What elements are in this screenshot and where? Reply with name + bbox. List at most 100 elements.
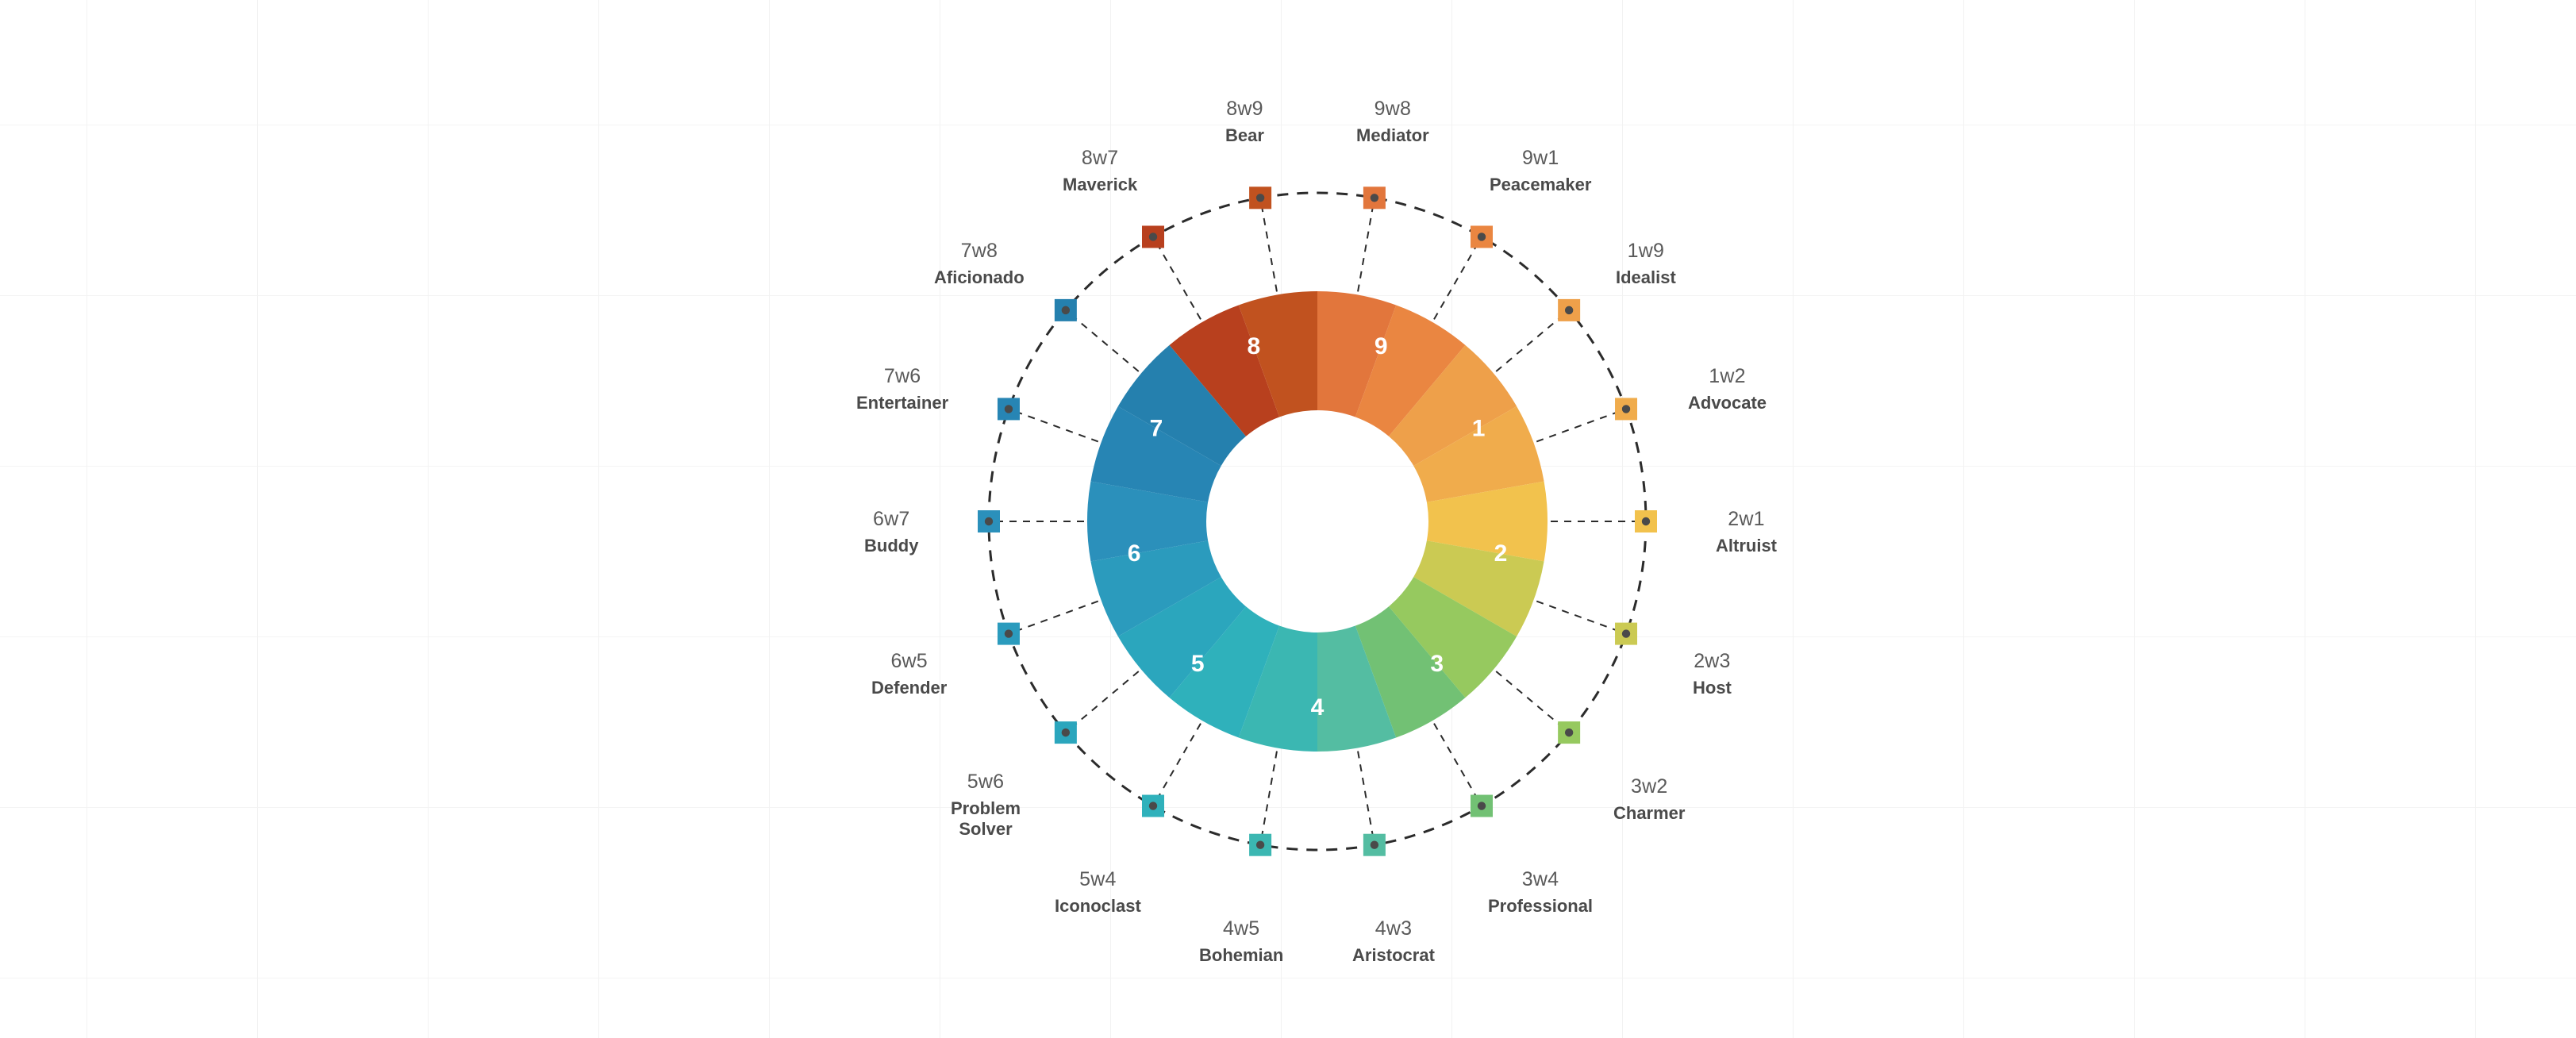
wing-code-8w7: 8w7 <box>1081 147 1119 169</box>
wing-marker-dot-5w4 <box>1148 802 1158 810</box>
type-number-4: 4 <box>1311 694 1325 721</box>
wing-marker-dot-6w7 <box>984 517 994 526</box>
wing-segment-5w6[interactable] <box>1117 577 1247 698</box>
wing-segment-1w2[interactable] <box>1413 406 1544 502</box>
wing-code-1w2: 1w2 <box>1709 365 1746 387</box>
wing-marker-8w7[interactable] <box>1142 225 1164 248</box>
wing-markers-group[interactable] <box>978 186 1657 856</box>
spoke-line-1w2 <box>1536 408 1627 443</box>
spoke-line-5w6 <box>1065 671 1140 733</box>
wing-marker-3w4[interactable] <box>1471 794 1493 817</box>
wing-segment-9w1[interactable] <box>1355 305 1466 436</box>
spoke-lines-group <box>989 198 1646 845</box>
wing-segment-7w8[interactable] <box>1117 344 1247 466</box>
spoke-line-3w4 <box>1433 723 1482 807</box>
wing-marker-4w5[interactable] <box>1249 833 1272 856</box>
wing-segment-5w4[interactable] <box>1169 606 1280 738</box>
spoke-line-3w2 <box>1495 671 1570 733</box>
wing-segment-1w9[interactable] <box>1388 344 1517 466</box>
type-number-2: 2 <box>1494 540 1508 567</box>
wing-code-7w6: 7w6 <box>883 365 921 387</box>
wing-name-2w3: Host <box>1693 678 1732 698</box>
spoke-line-2w3 <box>1536 600 1627 635</box>
wing-name-5w6: Problem Solver <box>951 798 1021 839</box>
wing-segment-4w3[interactable] <box>1317 625 1397 752</box>
spoke-line-7w6 <box>1008 408 1099 443</box>
wing-code-8w9: 8w9 <box>1226 98 1263 120</box>
wing-name-9w8: Mediator <box>1356 125 1429 146</box>
wing-marker-7w8[interactable] <box>1054 298 1077 321</box>
wing-marker-dot-7w8 <box>1061 306 1071 315</box>
wing-name-5w4: Iconoclast <box>1055 896 1141 917</box>
wing-name-1w2: Advocate <box>1688 393 1767 413</box>
wing-code-1w9: 1w9 <box>1627 240 1665 262</box>
wing-code-6w7: 6w7 <box>872 508 910 530</box>
wing-marker-3w2[interactable] <box>1558 721 1581 744</box>
wing-marker-1w9[interactable] <box>1558 298 1581 321</box>
wing-segment-6w7[interactable] <box>1087 481 1209 562</box>
wing-name-6w7: Buddy <box>864 536 919 556</box>
wing-code-5w4: 5w4 <box>1079 868 1117 890</box>
wing-marker-5w4[interactable] <box>1142 794 1164 817</box>
type-number-7: 7 <box>1150 415 1163 441</box>
wing-code-2w1: 2w1 <box>1728 508 1765 530</box>
wing-segment-4w5[interactable] <box>1238 625 1317 752</box>
spoke-line-4w3 <box>1357 751 1375 845</box>
wing-segment-3w2[interactable] <box>1388 577 1517 698</box>
wing-segment-2w3[interactable] <box>1413 540 1544 636</box>
wing-name-7w8: Aficionado <box>934 267 1025 288</box>
wing-marker-1w2[interactable] <box>1615 398 1638 421</box>
wing-marker-2w3[interactable] <box>1615 622 1638 645</box>
wing-marker-7w6[interactable] <box>997 398 1020 421</box>
type-number-8: 8 <box>1247 333 1260 359</box>
wing-marker-8w9[interactable] <box>1249 186 1272 210</box>
wing-name-4w3: Aristocrat <box>1352 945 1435 966</box>
wing-marker-6w5[interactable] <box>997 622 1020 645</box>
wing-code-9w8: 9w8 <box>1374 98 1412 120</box>
wing-marker-6w7[interactable] <box>978 510 1000 532</box>
wing-marker-4w3[interactable] <box>1363 833 1386 856</box>
wing-segment-8w7[interactable] <box>1169 305 1280 436</box>
spoke-line-9w8 <box>1357 198 1375 292</box>
wing-marker-dot-8w9 <box>1255 194 1265 202</box>
wing-code-5w6: 5w6 <box>967 771 1005 793</box>
wing-marker-9w1[interactable] <box>1471 225 1493 248</box>
wing-segment-2w1[interactable] <box>1426 481 1548 562</box>
wing-marker-dot-8w7 <box>1148 233 1158 241</box>
wing-name-6w5: Defender <box>871 678 948 698</box>
wing-marker-9w8[interactable] <box>1363 186 1386 210</box>
spoke-line-7w8 <box>1065 309 1140 372</box>
wing-segment-3w4[interactable] <box>1355 606 1466 738</box>
spoke-line-1w9 <box>1495 309 1570 372</box>
wing-name-1w9: Idealist <box>1616 267 1676 288</box>
wing-segment-7w6[interactable] <box>1090 406 1221 502</box>
spoke-line-4w5 <box>1259 751 1278 845</box>
wing-segment-6w5[interactable] <box>1090 540 1221 636</box>
spoke-line-5w4 <box>1152 723 1201 807</box>
type-number-3: 3 <box>1430 651 1444 677</box>
wing-marker-dot-4w5 <box>1255 840 1265 849</box>
wing-marker-dot-3w4 <box>1477 802 1486 810</box>
wing-marker-2w1[interactable] <box>1635 510 1657 532</box>
wing-name-2w1: Altruist <box>1716 536 1777 556</box>
wing-marker-dot-6w5 <box>1004 629 1013 638</box>
wing-marker-dot-4w3 <box>1370 840 1379 849</box>
wing-segment-9w8[interactable] <box>1317 291 1397 417</box>
wing-code-4w3: 4w3 <box>1375 917 1413 940</box>
wing-marker-5w6[interactable] <box>1054 721 1077 744</box>
wing-segment-8w9[interactable] <box>1238 291 1317 417</box>
spoke-line-9w1 <box>1433 236 1482 320</box>
